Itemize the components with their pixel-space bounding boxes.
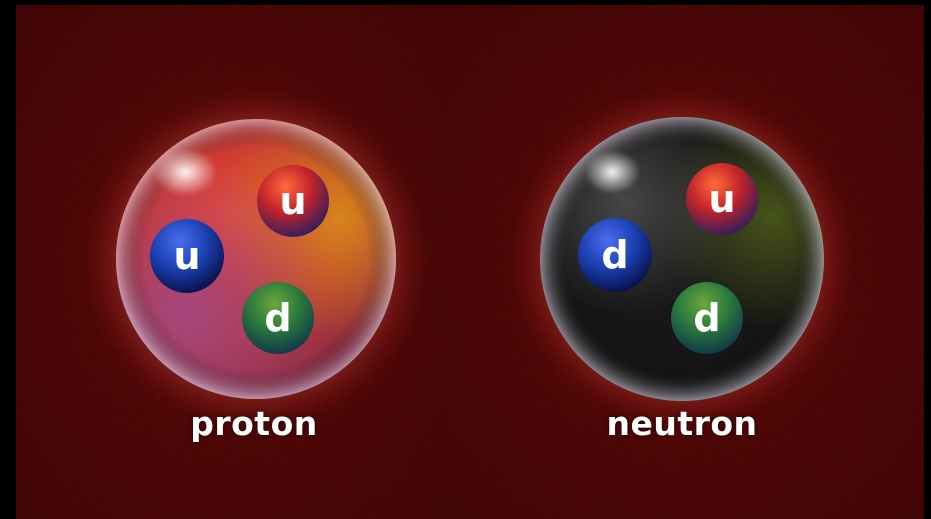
- proton-quark-u-blue: u: [150, 219, 224, 293]
- quark-letter: u: [279, 179, 306, 223]
- proton-label: proton: [190, 404, 318, 443]
- proton-particle: u u d: [81, 84, 431, 434]
- quark-letter: d: [264, 296, 291, 340]
- neutron-quark-d-blue: d: [578, 218, 652, 292]
- proton-highlight: [153, 148, 217, 196]
- quark-letter: u: [173, 234, 200, 278]
- quark-letter: d: [693, 296, 720, 340]
- quark-letter: d: [601, 233, 628, 277]
- neutron-quark-d-green: d: [671, 282, 743, 354]
- quark-letter: u: [708, 177, 735, 221]
- neutron-particle: u d d: [507, 84, 857, 434]
- neutron-label: neutron: [606, 404, 758, 443]
- proton-quark-d-green: d: [242, 282, 314, 354]
- neutron-highlight: [584, 150, 640, 194]
- proton-quark-u-red: u: [257, 165, 329, 237]
- neutron-quark-u-red: u: [686, 163, 758, 235]
